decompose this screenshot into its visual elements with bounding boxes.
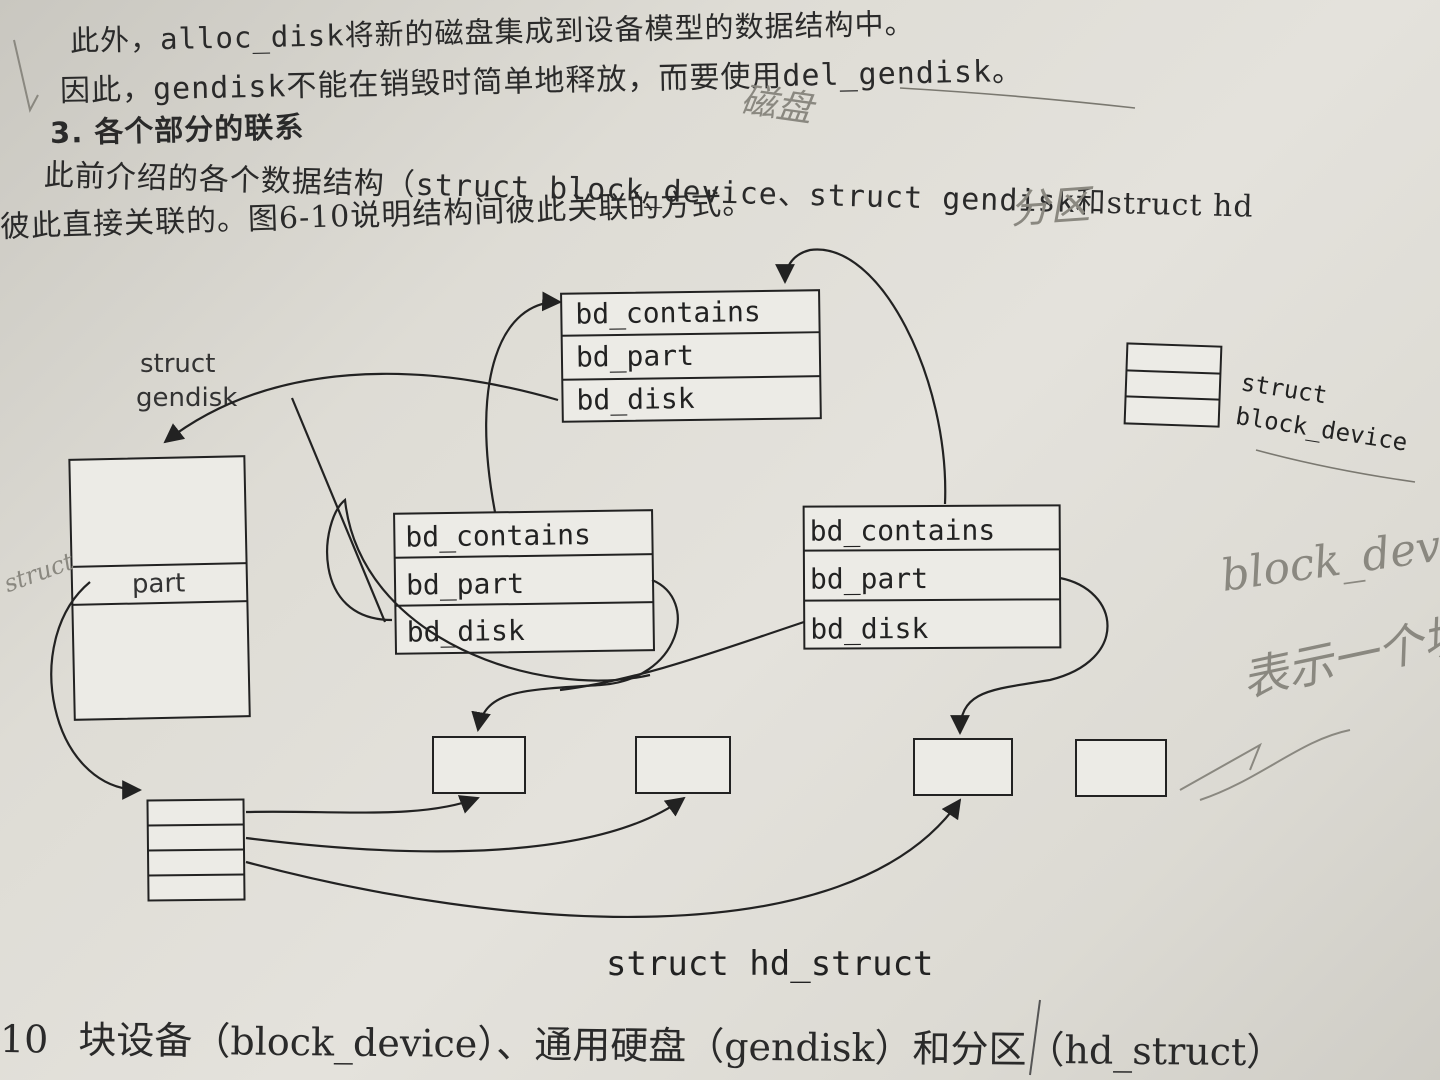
arrow-array-to-hd1 — [245, 795, 480, 814]
caption-number: 10 — [0, 1017, 49, 1062]
hd-struct-box-4 — [1075, 739, 1167, 797]
arrow-array-to-hd2 — [245, 796, 686, 853]
arrow-array-to-hd3 — [245, 798, 962, 918]
block-device-top: bd_contains bd_part bd_disk — [560, 289, 822, 423]
left-box-loop — [326, 497, 651, 682]
arrow-right-bd-part-to-hd3 — [950, 576, 1109, 735]
gendisk-box: part — [68, 455, 251, 721]
field-bd-disk: bd_disk — [810, 612, 928, 647]
gendisk-label-name: gendisk — [136, 383, 237, 413]
arrow-left-bd-part-to-hd1 — [471, 578, 679, 732]
hd-struct-label: struct hd_struct — [606, 944, 934, 984]
part-array — [146, 798, 246, 902]
arrow-right-contains-to-top — [775, 248, 947, 505]
hd-struct-box-1 — [432, 736, 526, 794]
arrow-top-bd-disk-to-gendisk — [163, 372, 559, 444]
field-bd-contains: bd_contains — [405, 518, 591, 555]
gendisk-to-left-bd-disk-line — [290, 397, 387, 623]
handwriting-block-device: block_device — [1218, 512, 1440, 602]
handwriting-annotation-3: 分区 — [1008, 182, 1096, 234]
handwriting-annotation-1: 表示一个块 — [1237, 606, 1440, 707]
field-bd-part: bd_part — [576, 339, 694, 375]
hd-struct-box-2 — [635, 736, 731, 794]
legend-label-block-device: block_device — [1234, 402, 1410, 457]
block-device-right: bd_contains bd_part bd_disk — [802, 504, 1062, 650]
block-device-left: bd_contains bd_part bd_disk — [393, 509, 656, 655]
arrow-right-bd-disk-to-gendisk — [559, 620, 805, 692]
handwriting-margin-arrow — [13, 39, 39, 113]
legend-block-device — [1123, 342, 1223, 428]
gendisk-field-part: part — [132, 568, 186, 599]
field-bd-disk: bd_disk — [406, 614, 525, 650]
legend-underline — [1255, 449, 1416, 483]
handwriting-annotation-2: 磁盘 — [738, 80, 819, 131]
pencil-mark — [1029, 999, 1041, 1076]
gendisk-label-struct: struct — [140, 349, 215, 379]
field-bd-contains: bd_contains — [575, 295, 761, 332]
hd-struct-box-3 — [913, 738, 1013, 796]
handwriting-underline — [899, 87, 1136, 109]
arrow-part-to-array — [50, 581, 142, 800]
handwriting-struct: struct — [0, 547, 78, 598]
arrow-left-contains-to-top — [485, 291, 562, 513]
field-bd-part: bd_part — [810, 562, 928, 597]
field-bd-disk: bd_disk — [576, 382, 695, 418]
field-bd-contains: bd_contains — [810, 514, 996, 549]
handwriting-arrow — [1179, 729, 1351, 801]
field-bd-part: bd_part — [406, 567, 524, 603]
